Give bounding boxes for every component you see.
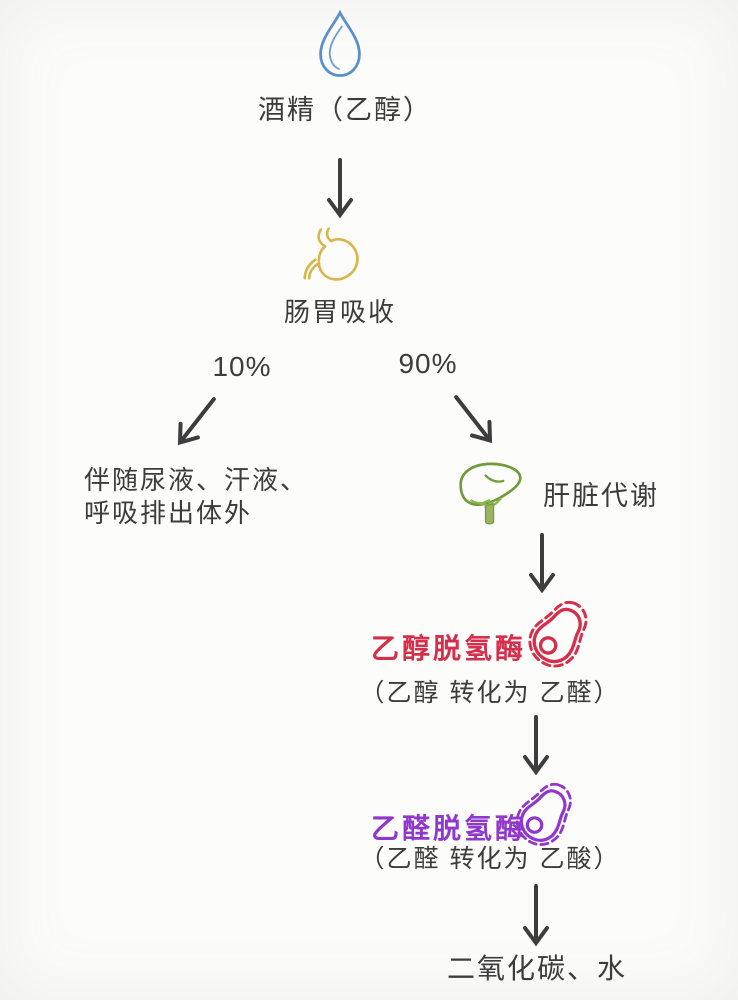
percent-90-label: 90%: [398, 348, 458, 379]
excretion-text: 伴随尿液、汗液、 呼吸排出体外: [84, 464, 314, 530]
diagonal-arrow-left: [166, 389, 226, 455]
adh-enzyme-icon: [510, 600, 602, 676]
adh-note: （乙醇 转化为 乙醛）: [359, 679, 621, 707]
percent-10-label: 10%: [212, 351, 272, 382]
excretion-line2: 呼吸排出体外: [84, 498, 253, 528]
down-arrow-1: [326, 158, 354, 220]
down-arrow-3: [522, 715, 550, 777]
alcohol-label: 酒精（乙醇）: [258, 95, 432, 125]
aldh-label: 乙醛脱氢酶: [371, 813, 527, 844]
down-arrow-4: [522, 884, 550, 948]
stomach-icon: [296, 224, 370, 290]
aldh-note: （乙醛 转化为 乙酸）: [359, 845, 621, 873]
diagonal-arrow-right: [444, 387, 504, 453]
water-drop-icon: [306, 8, 374, 82]
excretion-line1: 伴随尿液、汗液、: [84, 465, 309, 495]
end-product-label: 二氧化碳、水: [446, 953, 627, 984]
down-arrow-2: [528, 533, 556, 595]
absorption-label: 肠胃吸收: [283, 297, 396, 327]
adh-label: 乙醇脱氢酶: [371, 633, 527, 664]
liver-label: 肝脏代谢: [543, 481, 659, 511]
aldh-enzyme-icon: [498, 782, 586, 854]
liver-icon: [450, 454, 530, 538]
